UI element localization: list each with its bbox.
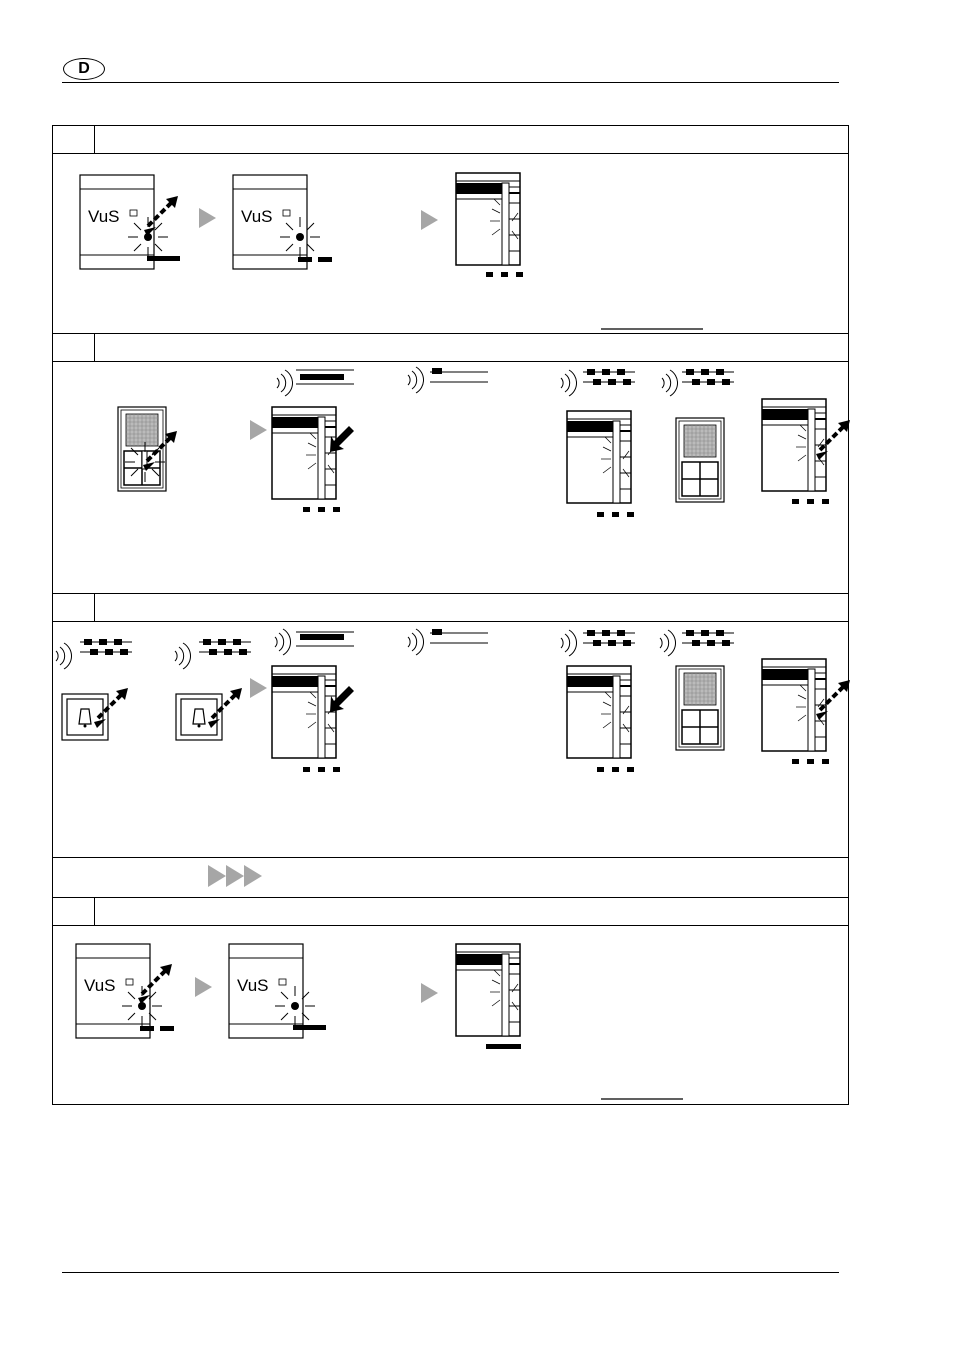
table-frame	[52, 125, 849, 1105]
section-2-figures	[117, 366, 852, 517]
vus-label-1: VuS	[88, 207, 120, 226]
footer-rule	[62, 1272, 839, 1273]
vus-label-3: VuS	[84, 976, 116, 995]
section-4-figures: VuS VuS	[75, 943, 683, 1100]
section-3-figures	[55, 628, 852, 772]
fast-forward-icon	[208, 865, 262, 887]
vus-label-4: VuS	[237, 976, 269, 995]
vus-label-2: VuS	[241, 207, 273, 226]
language-badge: D	[63, 58, 105, 80]
section-1-figures: VuS VuS	[79, 172, 703, 330]
header-rule	[62, 82, 839, 83]
